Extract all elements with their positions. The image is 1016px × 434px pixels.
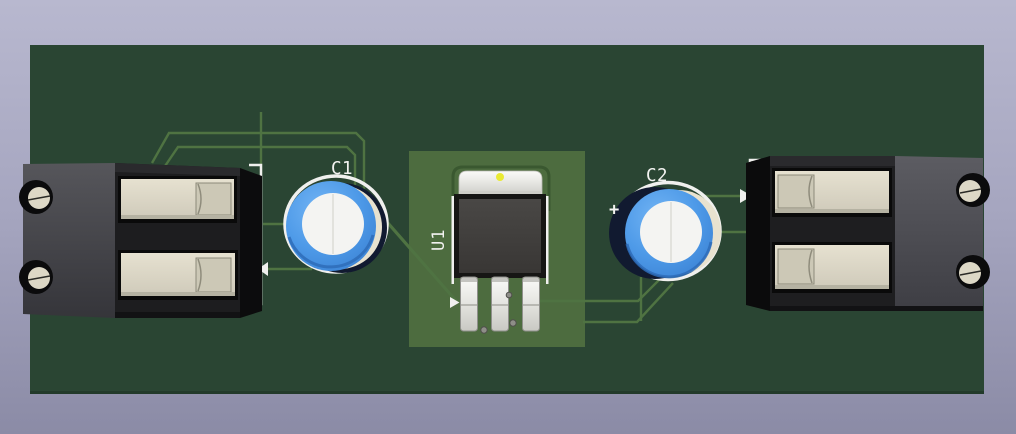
terminal-left-side-facet	[240, 168, 262, 318]
u1-metal-tab	[458, 170, 543, 198]
terminal-left-window-top	[118, 176, 237, 223]
trace	[537, 279, 660, 303]
terminal-right-screw-top	[956, 173, 990, 207]
clamp-curve	[197, 183, 202, 215]
terminal-right-side-facet	[746, 156, 770, 311]
terminal-right-window-bottom	[772, 242, 892, 293]
trace	[150, 131, 366, 216]
via	[505, 291, 513, 299]
contact-clamp	[195, 257, 232, 293]
u1-pin1-arrow-icon	[450, 297, 460, 308]
contact-clamp	[777, 248, 815, 285]
trace	[160, 145, 357, 204]
u1-lead	[491, 276, 509, 332]
window-bottom-shade	[775, 209, 889, 213]
u1-reference-label: U1	[429, 229, 449, 251]
terminal-right-window-top	[772, 168, 892, 217]
c2-reference-label: C2	[646, 166, 668, 186]
u1-pin1-yellow-mark	[496, 173, 504, 181]
component-u1-regulator: U1	[429, 170, 549, 334]
component-c2-capacitor: +	[609, 180, 722, 282]
terminal-left-screw-top	[19, 180, 53, 214]
terminal-right-top-band	[770, 156, 895, 166]
u1-body	[454, 194, 546, 278]
u1-tab-shadow	[459, 191, 542, 196]
terminal-right-screw-bottom	[956, 255, 990, 289]
u1-tab-clearance-outline	[451, 165, 551, 211]
window-bottom-shade	[775, 285, 889, 289]
clamp-curve	[808, 249, 813, 284]
c1-body-rim	[287, 234, 375, 269]
c1-reference-label: C1	[331, 159, 353, 179]
terminal-left-top-band	[115, 163, 240, 176]
terminal-right-bottom-edge	[770, 306, 983, 311]
via	[509, 319, 517, 327]
trace	[583, 282, 674, 324]
screw-slit	[959, 270, 982, 276]
terminal-left-window-bottom	[118, 250, 238, 300]
c2-polarity-plus: +	[609, 200, 619, 220]
clamp-curve	[808, 175, 813, 208]
u1-lead	[522, 276, 540, 332]
terminal-left-screw-bottom	[19, 260, 53, 294]
c2-body-rim	[625, 241, 713, 279]
via	[480, 326, 488, 334]
clamp-curve	[197, 258, 202, 292]
u1-lead	[460, 276, 478, 332]
component-c1-capacitor	[283, 174, 389, 274]
window-bottom-shade	[121, 292, 235, 296]
contact-clamp	[777, 174, 815, 209]
u1-silk-line-right	[546, 196, 549, 284]
screw-slit	[959, 188, 982, 194]
polarity-arrow-left-icon	[258, 262, 268, 276]
window-bottom-shade	[121, 215, 234, 219]
terminal-left-bottom-edge	[115, 312, 240, 318]
screw-slit	[27, 275, 51, 281]
pcb-board-bottom-edge	[30, 391, 984, 394]
terminal-block-left	[19, 163, 262, 318]
u1-silk-line-left	[451, 196, 454, 284]
terminal-block-right	[746, 156, 990, 311]
u1-leads	[460, 276, 540, 332]
screw-slit	[27, 195, 51, 201]
